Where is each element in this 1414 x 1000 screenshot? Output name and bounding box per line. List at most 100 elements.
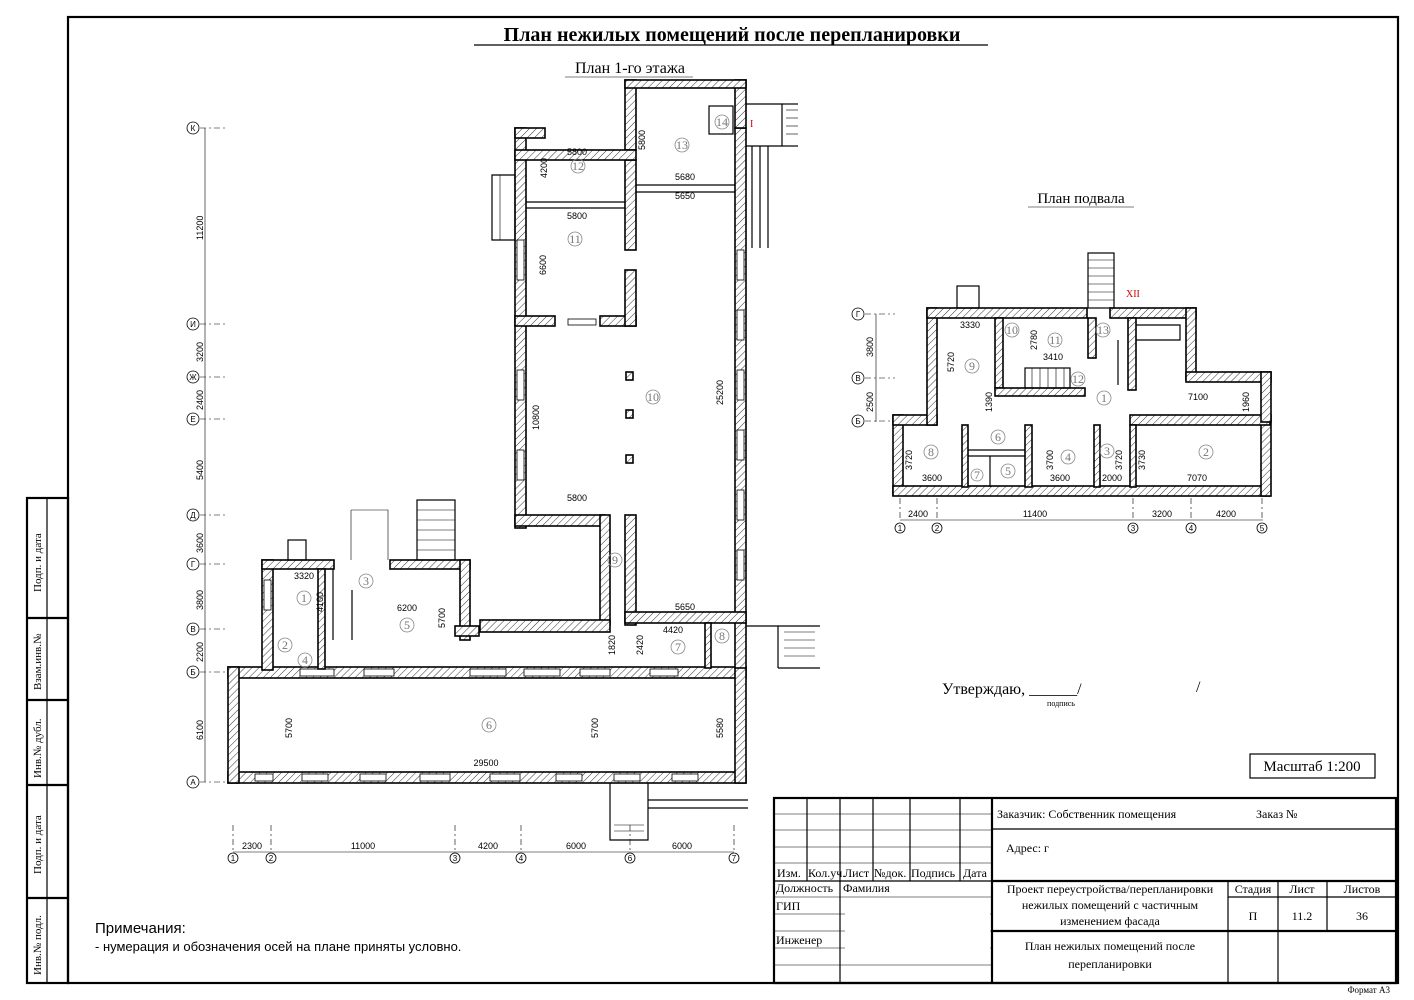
stamp-name-header: Фамилия	[843, 881, 890, 895]
svg-text:5650: 5650	[675, 602, 695, 612]
plan1-title: План 1-го этажа	[575, 60, 685, 77]
room-13: 13	[674, 137, 690, 153]
basement-title: План подвала	[1037, 191, 1125, 207]
svg-text:10: 10	[647, 390, 659, 404]
axis-col-7: 7	[728, 825, 740, 864]
svg-text:5800: 5800	[567, 211, 587, 221]
b-room-7: 7	[970, 468, 984, 482]
approve-sign: подпись	[1047, 699, 1075, 708]
svg-text:3410: 3410	[1043, 352, 1063, 362]
row-dim-4: 5400	[195, 460, 205, 480]
room-14: 14	[714, 114, 730, 130]
svg-text:1390: 1390	[984, 392, 994, 412]
stamp-drawing-2: перепланировки	[1068, 957, 1152, 971]
svg-text:5800: 5800	[637, 130, 647, 150]
svg-text:4: 4	[1189, 524, 1194, 533]
room-8: 8	[714, 628, 730, 644]
axis-K: К	[186, 121, 228, 135]
svg-text:2400: 2400	[908, 509, 928, 519]
basement-rooms: 1 2 3 4 5 6 7 8 9 10 11 12 13 XII	[923, 289, 1214, 482]
svg-text:11400: 11400	[1023, 509, 1047, 519]
row-dim-1: 11200	[195, 216, 205, 240]
plan1-section-marker: I	[750, 119, 753, 130]
svg-text:11: 11	[1049, 333, 1061, 347]
title-block: Изм. Кол.уч. Лист №док. Подпись Дата Дол…	[772, 796, 1398, 985]
side-label-1: Подп. и дата	[32, 533, 44, 592]
stamp-role-gip: ГИП	[776, 899, 801, 913]
axis-V: В	[186, 622, 228, 636]
svg-text:25200: 25200	[715, 380, 725, 405]
svg-text:3200: 3200	[1152, 509, 1172, 519]
plan1-rooms: 1 2 3 4 5 6 7 8 9 10 11 12 13 14 I	[277, 114, 753, 733]
svg-text:3: 3	[1104, 444, 1110, 458]
svg-text:6: 6	[486, 718, 492, 732]
svg-text:2: 2	[935, 524, 940, 533]
b-room-4: 4	[1060, 449, 1076, 465]
axis-E: Е	[186, 412, 228, 426]
b-axis-G: Г	[851, 307, 895, 321]
plan1-walls	[227, 79, 820, 841]
axis-B: Б	[186, 665, 228, 679]
axis-Zh: Ж	[186, 370, 228, 384]
basement-col-axes: 1 2 3 4 5 2400 11400 3200 4200	[894, 498, 1268, 534]
svg-text:5: 5	[1005, 464, 1011, 478]
svg-text:6600: 6600	[538, 255, 548, 275]
stamp-project-1: Проект переустройства/перепланировки	[1007, 882, 1214, 896]
svg-text:4420: 4420	[663, 625, 683, 635]
svg-text:3: 3	[453, 854, 458, 863]
sheet-title: План нежилых помещений после перепланиро…	[504, 24, 961, 46]
svg-text:7070: 7070	[1187, 473, 1207, 483]
svg-text:2: 2	[282, 638, 288, 652]
svg-text:13: 13	[676, 138, 688, 152]
notes-title: Примечания:	[95, 920, 186, 937]
svg-text:5720: 5720	[946, 352, 956, 372]
stamp-project-2: нежилых помещений с частичным	[1022, 898, 1199, 912]
b-axis-B: Б	[851, 414, 895, 428]
stamp-h-koluch: Кол.уч.	[808, 866, 845, 880]
stamp-customer: Заказчик: Собственник помещения	[997, 807, 1177, 821]
svg-text:Б: Б	[855, 417, 860, 426]
room-6: 6	[481, 717, 497, 733]
b-axis-col-3: 3	[1127, 498, 1139, 534]
svg-text:9: 9	[969, 359, 975, 373]
room-10: 10	[645, 389, 661, 405]
b-room-3: 3	[1099, 443, 1115, 459]
room-4: 4	[297, 652, 313, 668]
svg-text:3600: 3600	[922, 473, 942, 483]
stamp-sheet-label: Лист	[1289, 882, 1315, 896]
svg-text:4200: 4200	[1216, 509, 1236, 519]
stamp-h-ndok: №док.	[874, 866, 906, 880]
svg-text:2780: 2780	[1029, 330, 1039, 350]
stamp-role-header: Должность	[776, 881, 834, 895]
b-room-12: 12	[1070, 371, 1086, 387]
svg-text:3700: 3700	[1045, 450, 1055, 470]
side-label-2: Взам.инв.№	[32, 633, 44, 690]
svg-text:5650: 5650	[675, 191, 695, 201]
row-dim-5: 3600	[195, 533, 205, 553]
svg-text:3600: 3600	[1050, 473, 1070, 483]
b-axis-col-5: 5	[1256, 498, 1268, 534]
b-room-2: 2	[1198, 444, 1214, 460]
basement-dims: 3330 5720 1390 2780 3410 7100 1960 3720 …	[904, 320, 1251, 483]
svg-text:Г: Г	[856, 310, 861, 319]
svg-text:А: А	[190, 778, 196, 787]
room-5: 5	[399, 617, 415, 633]
b-room-8: 8	[923, 444, 939, 460]
svg-text:12: 12	[1072, 372, 1084, 386]
svg-text:3730: 3730	[1137, 450, 1147, 470]
svg-text:3720: 3720	[904, 450, 914, 470]
svg-text:5: 5	[404, 618, 410, 632]
b-room-5: 5	[1000, 463, 1016, 479]
axis-D: Д	[186, 508, 228, 522]
svg-text:3800: 3800	[865, 337, 875, 357]
svg-text:5800: 5800	[567, 493, 587, 503]
svg-text:5700: 5700	[590, 718, 600, 738]
room-9: 9	[607, 552, 623, 568]
col-dim-5: 6000	[672, 841, 692, 851]
svg-text:Д: Д	[190, 511, 196, 520]
stamp-sheet: 11.2	[1292, 909, 1313, 923]
stamp-drawing-1: План нежилых помещений после	[1025, 939, 1195, 953]
svg-text:4: 4	[1065, 450, 1071, 464]
svg-text:И: И	[190, 320, 196, 329]
